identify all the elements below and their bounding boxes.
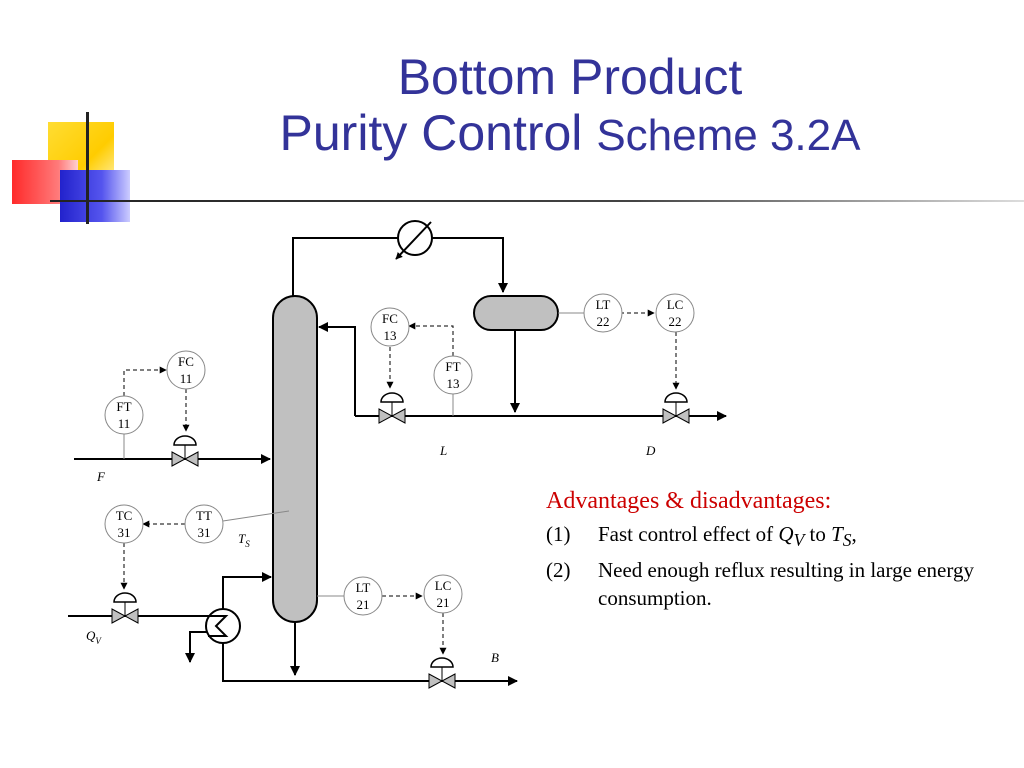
- lc21-num: 21: [437, 595, 450, 610]
- distillate-label: D: [645, 443, 656, 458]
- lc22-num: 22: [669, 314, 682, 329]
- instrument-lt22[interactable]: LT 22: [583, 293, 623, 333]
- tc31-num: 31: [118, 525, 131, 540]
- tt31-tag: TT: [196, 508, 212, 523]
- title-sub: Scheme 3.2A: [596, 111, 861, 160]
- lt21-tag: LT: [356, 580, 371, 595]
- instrument-tc31[interactable]: TC 31: [104, 504, 144, 544]
- signal-ft13-fc13: [408, 322, 454, 356]
- condenser-slash: [395, 221, 432, 260]
- note-item-2: (2) Need enough reflux resulting in larg…: [546, 556, 1016, 612]
- reboiler: [205, 608, 241, 644]
- ft11-num: 11: [118, 416, 131, 431]
- reflux-label: L: [439, 443, 447, 458]
- instrument-tt31[interactable]: TT 31: [184, 504, 224, 544]
- tt31-tap: [222, 510, 290, 522]
- instrument-lt21[interactable]: LT 21: [343, 576, 383, 616]
- fc13-num: 13: [384, 328, 397, 343]
- deco-vertical-line: [86, 112, 89, 224]
- title-rule: [50, 200, 1024, 202]
- note-item-1: (1) Fast control effect of QV to TS,: [546, 520, 1016, 554]
- instrument-ft11[interactable]: FT 11: [104, 395, 144, 435]
- ts-label: TS: [238, 531, 250, 549]
- reboiler-vapor-return: [222, 572, 272, 609]
- title-main: Purity Control: [279, 105, 583, 161]
- overhead-vapor-line: [292, 237, 508, 296]
- instrument-lc21[interactable]: LC 21: [423, 574, 463, 614]
- note-number: (1): [546, 522, 571, 546]
- lt22-num: 22: [597, 314, 610, 329]
- instrument-fc11[interactable]: FC 11: [166, 350, 206, 390]
- lc22-tag: LC: [667, 297, 684, 312]
- valve-distillate[interactable]: [662, 392, 690, 424]
- tt31-num: 31: [198, 525, 211, 540]
- deco-blue-square: [60, 170, 130, 222]
- reflux-return-line: [318, 322, 356, 416]
- instrument-lc22[interactable]: LC 22: [655, 293, 695, 333]
- notes-panel: Advantages & disadvantages: (1) Fast con…: [546, 486, 1016, 612]
- note-number: (2): [546, 558, 571, 583]
- ft11-tag: FT: [116, 399, 131, 414]
- tc31-tag: TC: [116, 508, 133, 523]
- fc11-tag: FC: [178, 354, 194, 369]
- ft13-tag: FT: [445, 359, 460, 374]
- title-line2: Purity Control Scheme 3.2A: [180, 104, 960, 165]
- note-text: Fast control effect of QV to TS,: [598, 522, 857, 551]
- note-text: Need enough reflux resulting in large en…: [598, 558, 974, 611]
- instrument-ft13[interactable]: FT 13: [433, 355, 473, 395]
- ft13-num: 13: [447, 376, 460, 391]
- distillation-column: [272, 295, 318, 623]
- feed-label: F: [96, 469, 106, 484]
- valve-steam[interactable]: [111, 592, 139, 624]
- fc13-tag: FC: [382, 311, 398, 326]
- valve-feed[interactable]: [171, 435, 199, 467]
- fc11-num: 11: [180, 371, 193, 386]
- lt22-tag: LT: [596, 297, 611, 312]
- valve-reflux[interactable]: [378, 392, 406, 424]
- qv-label: QV: [86, 628, 102, 646]
- lt21-num: 21: [357, 597, 370, 612]
- bottoms-line: [222, 643, 518, 686]
- reflux-drum: [473, 295, 559, 331]
- condensate-line: [185, 631, 208, 663]
- signal-ft11-fc11: [123, 366, 167, 396]
- lc21-tag: LC: [435, 578, 452, 593]
- valve-bottoms[interactable]: [428, 657, 456, 689]
- reboiler-coil: [208, 615, 229, 637]
- instrument-fc13[interactable]: FC 13: [370, 307, 410, 347]
- title-line1: Bottom Product: [397, 49, 743, 105]
- notes-heading: Advantages & disadvantages:: [546, 488, 832, 514]
- bottoms-label: B: [491, 650, 499, 665]
